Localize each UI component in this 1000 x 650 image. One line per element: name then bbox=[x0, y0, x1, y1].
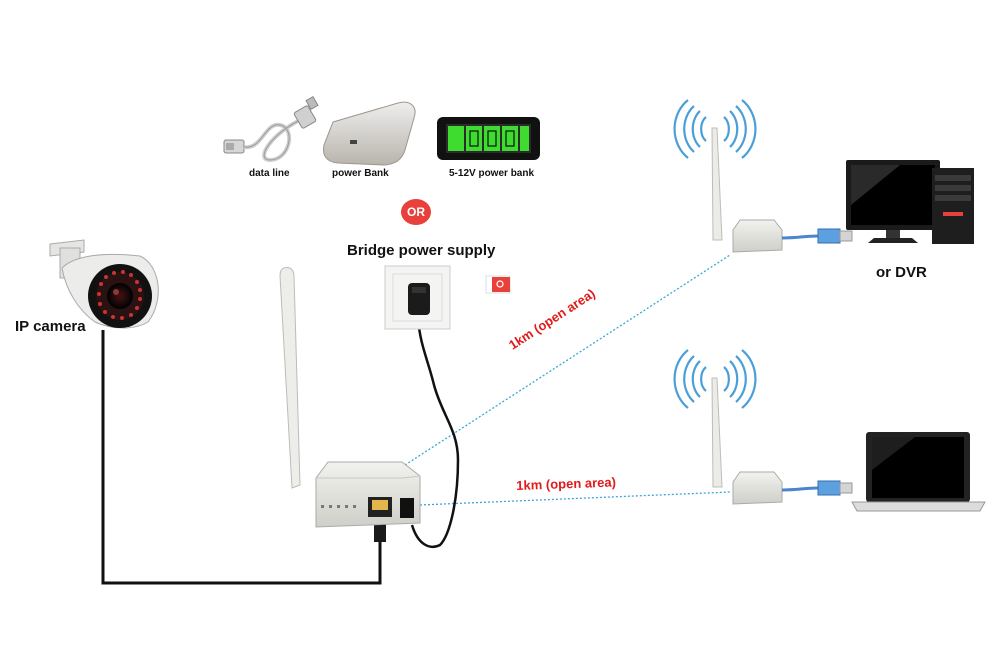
laptop-icon bbox=[851, 432, 986, 512]
power-bank-12v-label: 5-12V power bank bbox=[449, 168, 535, 179]
usb-cable-icon bbox=[223, 95, 319, 163]
upper-wifi-signal-icon bbox=[673, 99, 757, 159]
or-dvr-label: or DVR bbox=[876, 264, 927, 281]
lower-ethernet-cable bbox=[781, 480, 853, 496]
main-bridge-device bbox=[315, 461, 421, 528]
data-line-label: data line bbox=[249, 168, 290, 179]
power-bank-label: power Bank bbox=[332, 168, 389, 179]
power-bank-icon bbox=[323, 101, 416, 166]
power-cable bbox=[410, 317, 460, 549]
wireless-link-upper bbox=[404, 254, 731, 466]
bridge-power-supply-label: Bridge power supply bbox=[347, 242, 496, 259]
desktop-computer-icon bbox=[846, 160, 974, 244]
upper-ethernet-cable bbox=[781, 228, 853, 244]
wireless-link-lower bbox=[419, 491, 731, 506]
lower-wifi-signal-icon bbox=[673, 349, 757, 409]
or-badge: OR bbox=[401, 199, 431, 225]
battery-pack-icon bbox=[437, 117, 540, 160]
main-antenna-icon bbox=[279, 267, 301, 489]
upper-antenna-icon bbox=[711, 127, 723, 241]
ip-camera-label: IP camera bbox=[15, 318, 86, 335]
lower-antenna-icon bbox=[711, 377, 723, 488]
wall-socket-icon bbox=[384, 265, 451, 330]
socket-badge-icon bbox=[485, 275, 511, 294]
lower-bridge-device bbox=[732, 471, 783, 505]
ip-camera-icon bbox=[49, 239, 159, 329]
ethernet-cable bbox=[101, 330, 386, 585]
upper-bridge-device bbox=[732, 219, 783, 253]
